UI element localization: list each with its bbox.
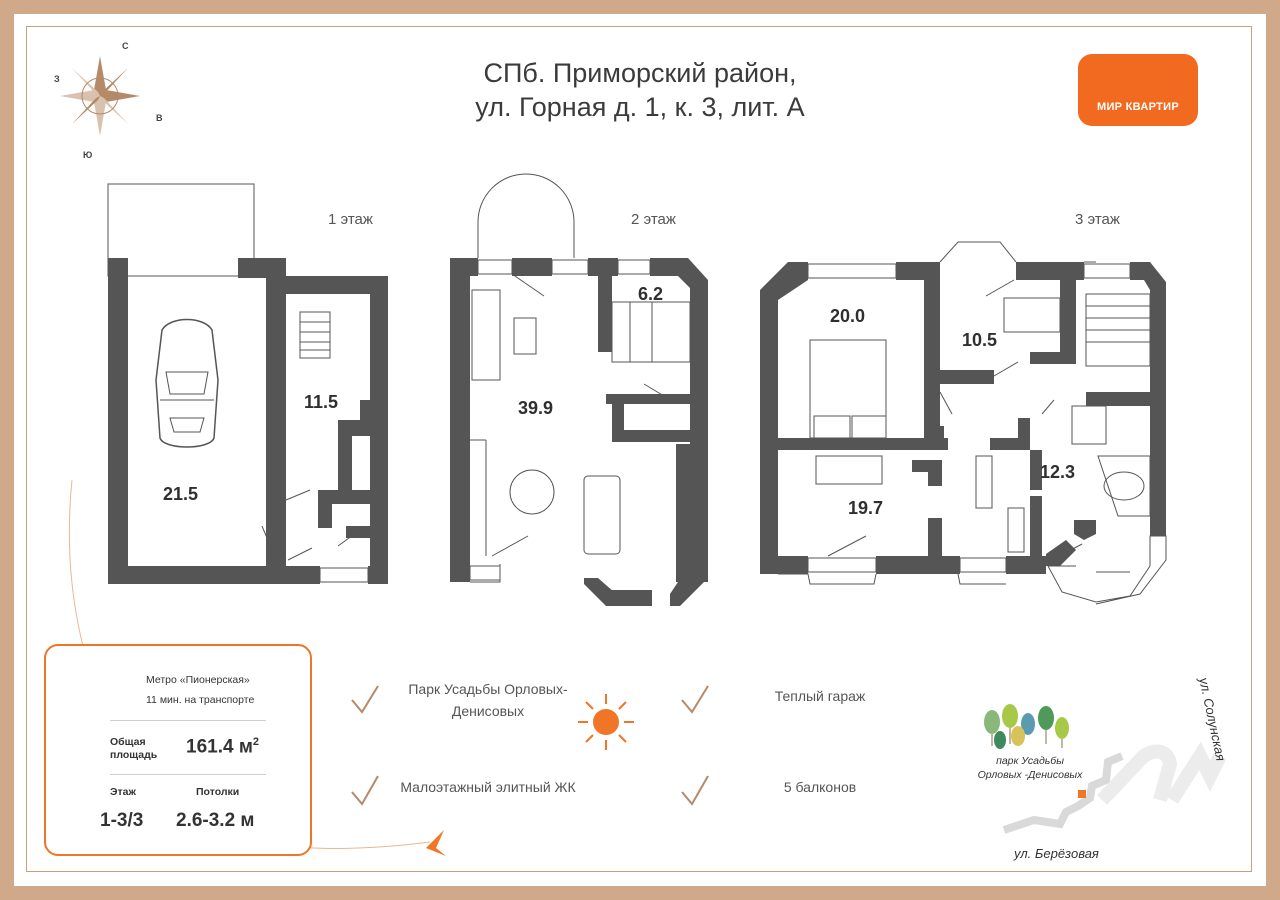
brand-logo-text: МИР КВАРТИР xyxy=(1097,101,1179,113)
floor-1-label: 1 этаж xyxy=(328,211,373,228)
area-label-line-2: площадь xyxy=(110,749,158,761)
floor-value: 1-3/3 xyxy=(100,810,144,831)
check-icon xyxy=(681,775,709,806)
area-unit: 2 xyxy=(252,736,260,748)
divider xyxy=(110,774,266,775)
feature-balconies: 5 балконов xyxy=(783,779,857,795)
moon-icon xyxy=(56,448,78,483)
wall xyxy=(108,258,128,584)
metro-time: 11 мин. на транспорте xyxy=(146,694,255,706)
walls xyxy=(108,258,1166,606)
room-area-stairs: 6.2 xyxy=(638,284,664,304)
info-card: Метро «Пионерская» 11 мин. на транспорте… xyxy=(44,644,312,856)
room-area-hall: 11.5 xyxy=(304,392,339,412)
brand-logo: МИР КВАРТИР xyxy=(1078,54,1198,126)
room-area-garage: 21.5 xyxy=(163,484,199,504)
check-icon xyxy=(681,685,709,714)
title-line-2: ул. Горная д. 1, к. 3, лит. А xyxy=(475,92,805,122)
floor-3-label: 3 этаж xyxy=(1075,211,1120,228)
map-park-line-2: Орловых -Денисовых xyxy=(977,769,1083,781)
metro-name: Метро «Пионерская» xyxy=(146,674,250,686)
feature-park: Парк Усадьбы Орловых-Денисовых xyxy=(408,681,568,719)
map-park-label: парк Усадьбы Орловых -Денисовых xyxy=(970,754,1090,782)
title-line-1: СПб. Приморский район, xyxy=(483,58,797,88)
area-label: Общая площадь xyxy=(110,736,157,762)
page-title: СПб. Приморский район, ул. Горная д. 1, … xyxy=(380,56,900,124)
inner-border xyxy=(26,26,1252,872)
compass-east: В xyxy=(156,113,163,123)
location-map xyxy=(984,704,1227,834)
room-area-room: 10.5 xyxy=(962,330,998,350)
area-value-text: 161.4 м xyxy=(186,736,253,758)
arrow-head-icon xyxy=(426,830,446,856)
ceiling-value: 2.6-3.2 м xyxy=(176,810,255,831)
map-park-line-1: парк Усадьбы xyxy=(996,755,1064,767)
check-icon xyxy=(351,775,379,806)
room-area-bath: 12.3 xyxy=(1040,462,1076,482)
floor-2-label: 2 этаж xyxy=(631,211,676,228)
area-label-line-1: Общая xyxy=(110,736,146,748)
compass-west: З xyxy=(54,74,60,84)
compass-north: С xyxy=(122,41,129,51)
compass-rose-icon xyxy=(60,56,140,136)
floor-label: Этаж xyxy=(110,786,136,798)
compass-south: Ю xyxy=(83,150,93,160)
check-icon xyxy=(351,685,379,714)
sun-icon xyxy=(578,694,634,750)
divider xyxy=(110,720,266,721)
room-area-bedroom: 20.0 xyxy=(830,306,866,326)
room-area-room-2: 19.7 xyxy=(848,498,884,518)
feature-garage: Теплый гараж xyxy=(774,688,866,704)
feature-elite: Малоэтажный элитный ЖК xyxy=(400,779,576,795)
ceiling-label: Потолки xyxy=(196,786,240,798)
room-area-living: 39.9 xyxy=(518,398,554,418)
map-street-bottom: ул. Берёзовая xyxy=(1014,846,1099,861)
area-value: 161.4 м2 xyxy=(186,736,259,758)
